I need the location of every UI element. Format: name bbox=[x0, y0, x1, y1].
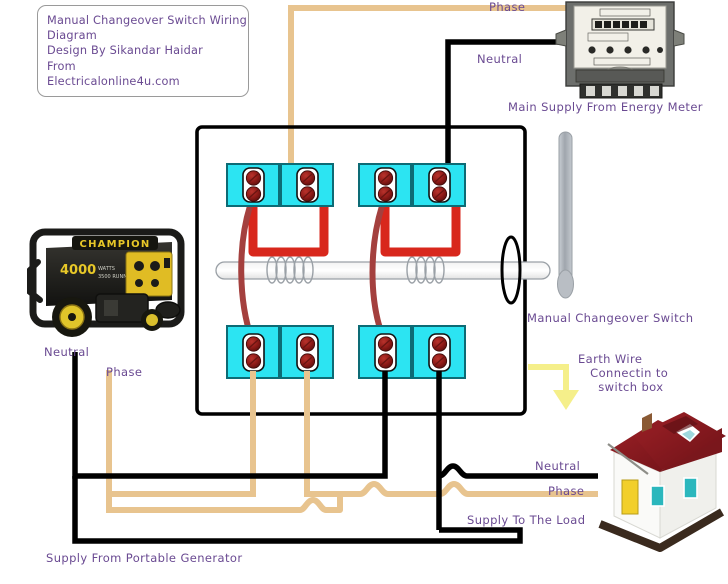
title-line-3: Design By Sikandar Haidar bbox=[47, 44, 203, 58]
energy-meter bbox=[555, 1, 685, 99]
svg-text:4000: 4000 bbox=[60, 263, 96, 278]
switch-plate-b3 bbox=[358, 325, 412, 379]
coil-spring-left bbox=[266, 256, 314, 284]
coil-spring-right bbox=[406, 256, 445, 284]
changeover-shaft bbox=[215, 235, 551, 305]
generator-phase-rail bbox=[106, 494, 343, 513]
generator-neutral-wire bbox=[72, 352, 388, 479]
switch-lever-rod[interactable] bbox=[557, 131, 574, 299]
earth-wire-arrow bbox=[528, 364, 579, 410]
label-earth-wire: Earth Wire Connectin to switch box bbox=[578, 352, 669, 394]
bottom-neutral-rail bbox=[72, 476, 523, 544]
house-load bbox=[598, 412, 726, 552]
title-line-4: From bbox=[47, 59, 76, 73]
switch-plate-t1 bbox=[226, 163, 280, 207]
generator-phase-wire bbox=[106, 370, 256, 497]
svg-text:WATTS: WATTS bbox=[98, 266, 115, 272]
title-box: Manual Changeover Switch Wiring Diagram … bbox=[37, 5, 249, 97]
label-top-neutral: Neutral bbox=[477, 52, 523, 66]
switch-plate-b1 bbox=[226, 325, 280, 379]
load-neutral-wire bbox=[436, 371, 598, 530]
switch-plate-b2 bbox=[280, 325, 334, 379]
switch-plate-b4 bbox=[412, 325, 466, 379]
label-energy-meter: Main Supply From Energy Meter bbox=[508, 100, 703, 114]
svg-text:CHAMPION: CHAMPION bbox=[80, 239, 151, 250]
bottom-row-switches[interactable] bbox=[226, 325, 466, 379]
neutral-wire-from-meter bbox=[445, 39, 588, 176]
title-line-2: Diagram bbox=[47, 29, 97, 43]
label-top-phase: Phase bbox=[489, 0, 526, 14]
label-load-neutral: Neutral bbox=[535, 459, 581, 473]
label-load-phase: Phase bbox=[548, 484, 585, 498]
title-line-5: Electricalonline4u.com bbox=[47, 74, 180, 88]
switch-plate-t3 bbox=[358, 163, 412, 207]
top-row-switches[interactable] bbox=[226, 163, 466, 207]
phase-wire-from-meter bbox=[288, 5, 588, 176]
svg-text:3500 RUNNING: 3500 RUNNING bbox=[98, 274, 136, 280]
switch-plate-t4 bbox=[412, 163, 466, 207]
switch-plate-t2 bbox=[280, 163, 334, 207]
portable-generator: CHAMPION 4000 WATTS 3500 RUNNING bbox=[27, 228, 185, 337]
label-changeover-switch: Manual Changeover Switch bbox=[527, 311, 694, 325]
title-line-1: Manual Changeover Switch Wiring bbox=[47, 14, 247, 27]
label-generator-phase: Phase bbox=[106, 365, 143, 379]
label-supply-from-generator: Supply From Portable Generator bbox=[46, 551, 243, 565]
label-generator-neutral: Neutral bbox=[44, 345, 90, 359]
label-supply-to-load: Supply To The Load bbox=[467, 513, 586, 527]
